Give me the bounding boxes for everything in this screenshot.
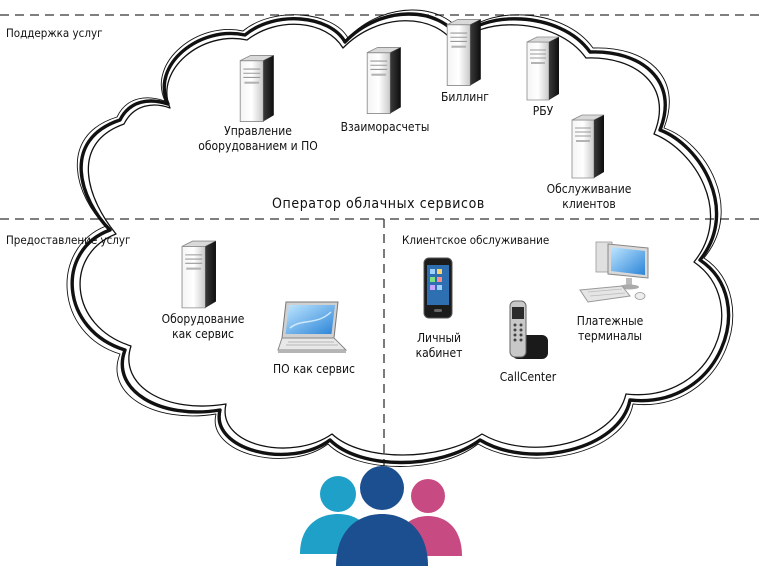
label-equipment-management: Управление оборудованием и ПО — [188, 124, 328, 154]
server-icon — [522, 36, 564, 102]
label-line: клиентов — [562, 197, 616, 211]
server-icon — [566, 114, 610, 180]
label-line: Оборудование — [161, 312, 245, 326]
laptop-icon — [277, 301, 348, 353]
label-line: как сервис — [172, 327, 234, 341]
cordless-phone-icon — [509, 300, 548, 359]
desktop-terminal-icon — [579, 241, 649, 303]
label-client-support: Обслуживание клиентов — [534, 182, 644, 212]
label-personal-cabinet: Личный кабинет — [404, 331, 474, 361]
label-line: оборудованием и ПО — [198, 139, 318, 153]
server-icon — [236, 54, 278, 124]
label-rbu: РБУ — [532, 104, 554, 118]
user-center-icon — [336, 466, 428, 566]
operator-title: Оператор облачных сервисов — [272, 196, 485, 212]
server-icon — [443, 18, 485, 88]
smartphone-icon — [423, 257, 453, 319]
label-iaas: Оборудование как сервис — [148, 312, 258, 342]
label-payment-terminals: Платежные терминалы — [568, 314, 652, 344]
label-line: Обслуживание — [546, 182, 632, 196]
users-group-icon — [300, 466, 462, 566]
zone-label-client-service: Клиентское обслуживание — [402, 233, 550, 247]
label-line: кабинет — [415, 346, 463, 360]
label-billing: Биллинг — [441, 90, 489, 104]
server-icon — [176, 240, 222, 310]
label-saas: ПО как сервис — [273, 362, 355, 376]
cloud-outline — [66, 9, 734, 467]
label-callcenter: CallCenter — [499, 370, 557, 384]
zone-label-support: Поддержка услуг — [6, 26, 103, 40]
zone-label-provision: Предоставление услуг — [6, 233, 131, 247]
label-settlements: Взаиморасчеты — [340, 120, 430, 134]
label-line: Платежные — [576, 314, 644, 328]
label-line: Личный — [416, 331, 462, 345]
server-icon — [363, 46, 405, 116]
label-line: Управление — [224, 124, 292, 138]
label-line: терминалы — [577, 329, 643, 343]
